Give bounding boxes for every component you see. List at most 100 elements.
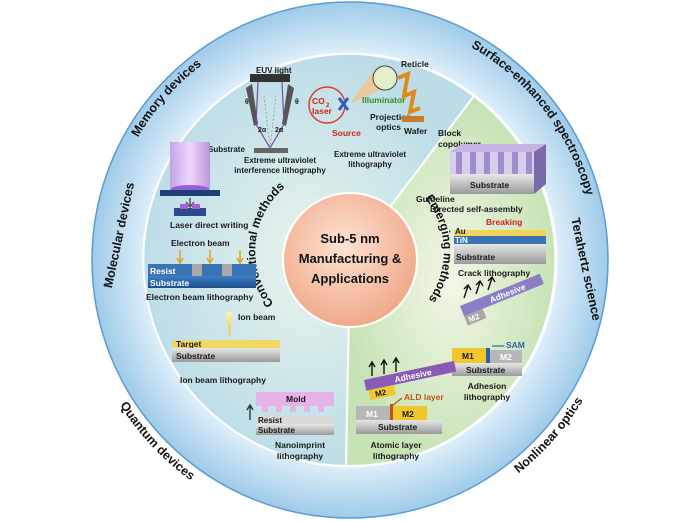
laser-direct-title: Laser direct writing (170, 220, 248, 230)
laser-label: laser (312, 106, 333, 116)
co2-label: CO (312, 96, 325, 106)
ebl-title: Electron beam lithography (146, 292, 253, 302)
laser-direct-figure: Laser direct writing (160, 142, 248, 230)
reticle-label: Reticle (401, 59, 429, 69)
ebl-substrate-label: Substrate (150, 278, 189, 288)
adhesion-m2-label: M2 (500, 352, 512, 362)
adhesion-m1-label: M1 (462, 351, 474, 361)
euv-interference-title-1: Extreme ultraviolet (244, 156, 316, 165)
euv-beam-left (255, 81, 271, 149)
ebl-arrows-icon (176, 250, 244, 265)
nil-figure: Mold Resist Substrate Nanoimprint lithog… (246, 392, 334, 461)
crack-substrate-label: Substrate (456, 252, 495, 262)
ebl-beam-label: Electron beam (171, 238, 230, 248)
adhesion-sam (486, 348, 490, 363)
ald-title-1: Atomic layer (370, 440, 422, 450)
crack-figure: Breaking Au TiN Substrate Crack lithogra… (454, 217, 546, 278)
ebl-substrate (148, 276, 256, 288)
dsa-substrate-label: Substrate (470, 180, 509, 190)
co2-subscript: 2 (326, 103, 330, 109)
projection-label-2: optics (376, 122, 401, 132)
adhesion-m1 (452, 348, 486, 363)
adhesion-title-2: lithography (464, 392, 511, 402)
ibl-substrate-label: Substrate (176, 351, 215, 361)
ald-layer-label: ALD layer (404, 392, 444, 402)
nil-mold (256, 392, 334, 406)
center-line-2: Manufacturing & (299, 251, 402, 266)
euv-interference-figure: EUV light θ θ 2α 2α Substrate Extreme ul… (208, 66, 326, 175)
laser-sample (174, 208, 206, 216)
nil-substrate (256, 424, 334, 435)
adhesion-substrate (452, 363, 522, 376)
nil-resist-label: Resist (258, 416, 282, 425)
wafer-stage (402, 116, 424, 122)
nil-title-2: lithography (277, 451, 324, 461)
ebl-resist-label: Resist (150, 266, 176, 276)
projection-optics-icon (397, 70, 421, 116)
euv-light-source (250, 74, 290, 82)
laser-arrow-icon (185, 198, 195, 209)
crack-breaking-label: Breaking (486, 217, 522, 227)
euv-angle-right: 2α (275, 127, 284, 134)
ald-substrate (356, 420, 442, 434)
nil-arrow-icon (246, 403, 254, 420)
euv-litho-figure: CO 2 laser Source Reticle Illuminator Pr… (308, 59, 429, 169)
dsa-substrate (450, 174, 534, 194)
euv-right-mirror (282, 84, 294, 126)
euv-angle-left: 2α (258, 127, 267, 134)
crack-substrate (454, 244, 546, 264)
nil-mold-label: Mold (286, 394, 306, 404)
ebl-figure: Electron beam Resist Substrate Electron … (146, 238, 256, 302)
wafer-label: Wafer (404, 126, 428, 136)
euv-beam-right (269, 81, 285, 149)
euv-light-label: EUV light (256, 66, 292, 75)
euv-litho-title-1: Extreme ultraviolet (334, 150, 406, 159)
crack-tin-label: TiN (455, 236, 468, 245)
dsa-top-face (450, 144, 546, 152)
dsa-guideline-label: Guideline (416, 194, 455, 204)
ald-m1-label: M1 (366, 409, 378, 419)
ibl-figure: Ion beam Target Substrate Ion beam litho… (172, 312, 280, 385)
crack-tin-layer (454, 236, 546, 244)
laser-beam-column (170, 142, 210, 188)
dsa-figure: Block copolymer Substrate Guideline Dire… (416, 128, 546, 214)
euv-cone (350, 72, 380, 104)
euv-substrate-label: Substrate (208, 145, 245, 154)
euv-litho-title-2: lithography (348, 160, 392, 169)
crack-au-label: Au (455, 227, 466, 236)
ibl-beam-label: Ion beam (238, 312, 276, 322)
dsa-stripes (450, 152, 534, 174)
ald-m1 (356, 406, 390, 420)
ald-arrows-icon (368, 356, 400, 376)
ibl-target-label: Target (176, 339, 202, 349)
ibl-substrate (172, 348, 280, 362)
center-circle (282, 192, 418, 328)
dsa-title: Directed self-assembly (430, 204, 523, 214)
adhesion-title-1: Adhesion (468, 381, 507, 391)
dsa-side-face (534, 144, 546, 194)
projection-label-1: Projection (370, 112, 412, 122)
nil-title-1: Nanoimprint (275, 440, 325, 450)
euv-interference-title-2: interference lithography (234, 166, 326, 175)
source-label: Source (332, 128, 361, 138)
illuminator-label: Illuminator (362, 95, 406, 105)
ald-substrate-label: Substrate (378, 422, 417, 432)
crack-title: Crack lithography (458, 268, 531, 278)
ald-m2-peel-label: M2 (374, 388, 387, 399)
laser-stage (160, 190, 220, 196)
adhesion-m2 (490, 350, 522, 363)
ibl-target (172, 340, 280, 348)
adhesion-arrows-icon (463, 275, 496, 299)
euv-theta-right: θ (295, 99, 299, 106)
ald-m2 (393, 406, 427, 420)
dsa-block-label-1: Block (438, 128, 461, 138)
euv-substrate (254, 148, 288, 153)
adhesion-m2-peel-label: M2 (467, 312, 481, 325)
center-line-1: Sub-5 nm (320, 231, 379, 246)
euv-theta-left: θ (245, 99, 249, 106)
nil-resist (256, 416, 334, 424)
ald-layer (390, 404, 393, 420)
dsa-block-label-2: copolymer (438, 139, 482, 149)
euv-plasma-icon (337, 97, 350, 111)
